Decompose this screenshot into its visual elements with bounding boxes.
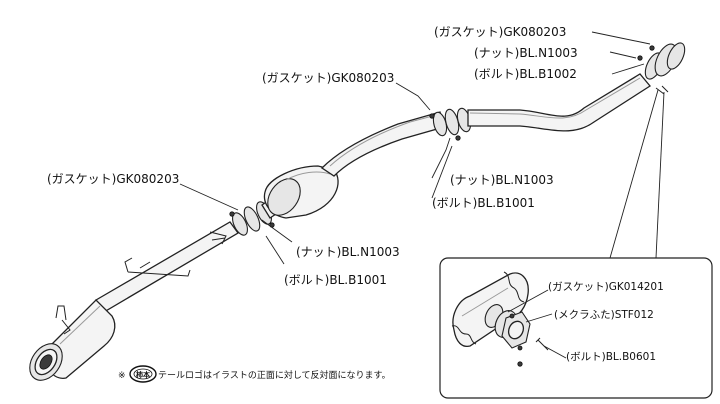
leader-lines <box>179 31 665 265</box>
kakimoto-logo-badge: 柿本 <box>129 365 157 383</box>
tail-muffler <box>29 299 116 381</box>
label-bolt-top: (ボルト)BL.B1002 <box>474 67 577 81</box>
rear-hanger-bar <box>139 261 151 269</box>
muffler-bracket <box>55 305 71 335</box>
upper-pipe-highlight <box>469 77 641 119</box>
front-pipe-highlight <box>329 113 441 167</box>
detail-label-gasket: (ガスケット)GK014201 <box>548 281 664 293</box>
label-gasket-top: (ガスケット)GK080203 <box>434 25 566 39</box>
rear-pipe <box>95 221 239 313</box>
label-gasket-mid: (ガスケット)GK080203 <box>262 71 394 85</box>
detail-label-bolt: (ボルト)BL.B0601 <box>566 351 656 363</box>
kakimoto-logo-text: 柿本 <box>136 370 150 379</box>
label-bolt-mid: (ボルト)BL.B1001 <box>432 196 535 210</box>
exhaust-pipe-assembly <box>29 42 686 381</box>
label-nut-top: (ナット)BL.N1003 <box>474 46 578 60</box>
upper-pipe <box>467 73 651 132</box>
label-nut-mid: (ナット)BL.N1003 <box>450 173 554 187</box>
footnote-mark: ※ <box>118 371 126 381</box>
detail-inset: (ガスケット)GK014201 (メクラふた)STF012 (ボルト)BL.B0… <box>439 257 713 399</box>
detail-bolt <box>535 337 549 351</box>
footnote: ※ 柿本 テールロゴはイラストの正面に対して反対面になります。 <box>118 365 391 383</box>
top-flange-joint <box>637 42 686 95</box>
front-pipe <box>320 111 445 177</box>
joint-hanger <box>209 231 227 245</box>
middle-flange-joint <box>429 107 472 141</box>
part-labels: (ガスケット)GK080203 (ナット)BL.N1003 (ボルト)BL.B1… <box>47 25 578 287</box>
detail-label-cap: (メクラふた)STF012 <box>554 309 654 321</box>
label-gasket-left: (ガスケット)GK080203 <box>47 172 179 186</box>
label-bolt-left: (ボルト)BL.B1001 <box>284 273 387 287</box>
footnote-text: テールロゴはイラストの正面に対して反対面になります。 <box>158 369 391 381</box>
label-nut-left: (ナット)BL.N1003 <box>296 245 400 259</box>
middle-resonator <box>263 165 339 219</box>
rear-hanger <box>124 257 191 277</box>
